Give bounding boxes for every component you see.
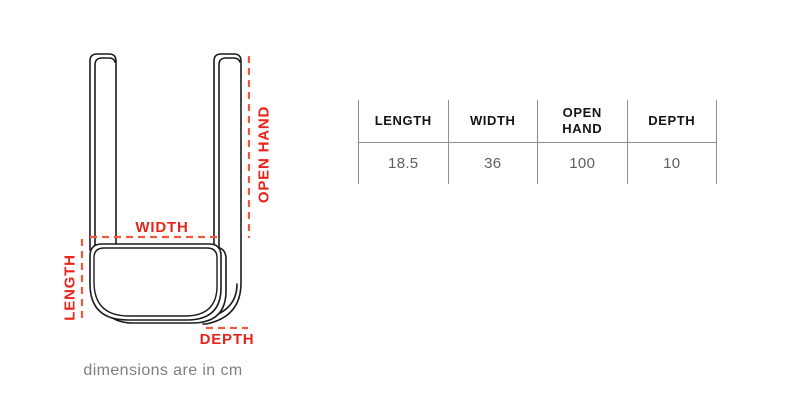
column-value-width: 36 <box>484 155 502 172</box>
table-column-open-hand: OPEN HAND 100 <box>537 100 627 184</box>
column-header-depth: DEPTH <box>627 100 716 143</box>
column-value-length: 18.5 <box>388 155 419 172</box>
open-hand-label: OPEN HAND <box>255 105 273 204</box>
width-label: WIDTH <box>135 219 189 236</box>
depth-label: DEPTH <box>199 331 255 348</box>
column-value-open-hand: 100 <box>569 155 596 172</box>
column-value-depth: 10 <box>663 155 681 172</box>
table-column-length: LENGTH 18.5 <box>358 100 448 184</box>
dimensions-table: LENGTH 18.5 WIDTH 36 OPEN HAND 100 DEPTH… <box>358 100 717 184</box>
bag-dimensions-diagram: WIDTH LENGTH OPEN HAND DEPTH dimensions … <box>0 0 340 417</box>
units-caption: dimensions are in cm <box>83 362 243 379</box>
length-label: LENGTH <box>61 254 79 321</box>
column-header-width: WIDTH <box>448 100 537 143</box>
bag-line-drawing-icon <box>80 53 251 330</box>
column-header-length: LENGTH <box>359 100 448 143</box>
column-header-open-hand: OPEN HAND <box>538 100 627 143</box>
table-column-width: WIDTH 36 <box>447 100 537 184</box>
table-column-depth: DEPTH 10 <box>626 100 717 184</box>
